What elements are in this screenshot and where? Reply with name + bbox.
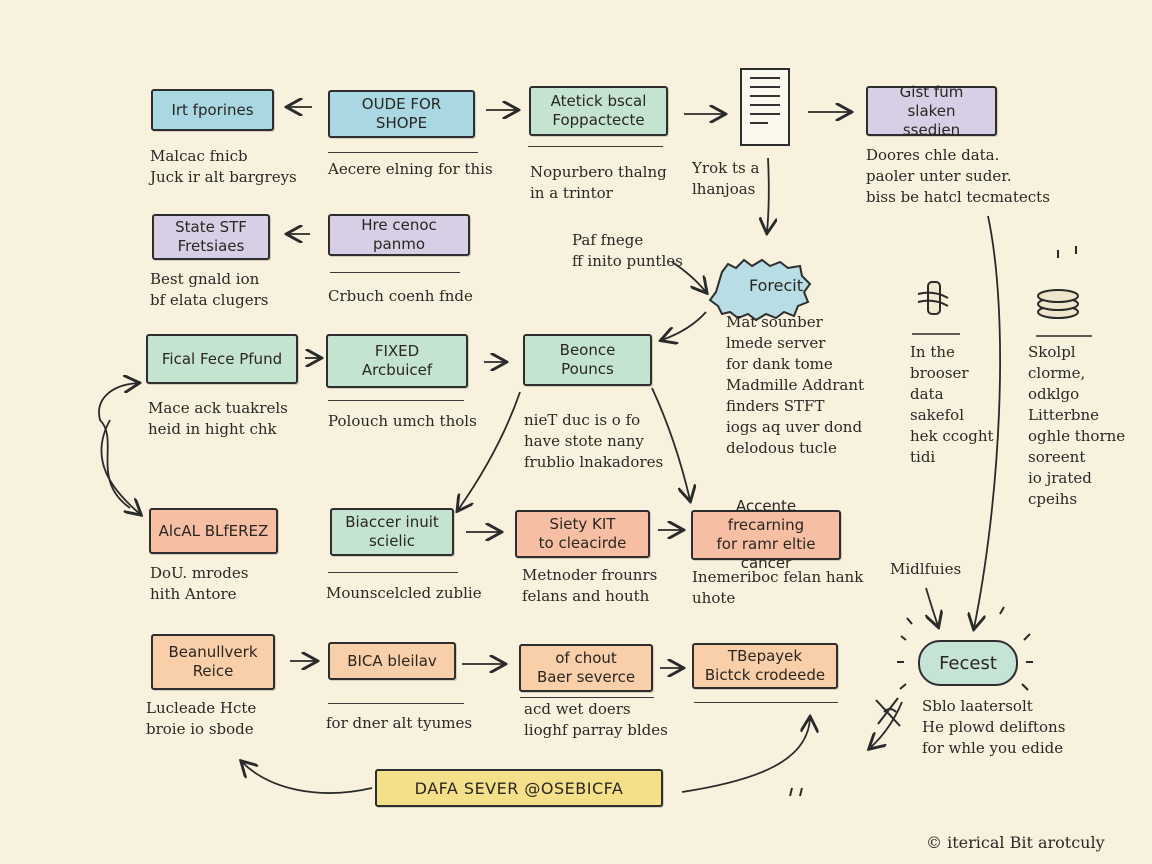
document-icon [740,68,790,146]
note-n10: Polouch umch thols [328,412,477,430]
node-box-b6: Hre cenoc panmo [328,214,470,256]
arrow-b9-b13 [651,387,690,500]
node-box-b17: TBepayek Bictck crodeede [692,643,838,689]
arrow-note8-cloud [671,261,706,292]
node-box-b11: Biaccer inuit scielic [330,508,454,556]
node-box-b15: BICA bleilav [328,642,456,680]
underline [328,572,458,573]
arrow-left-down [100,419,140,514]
arrow-b9-b11 [458,391,521,510]
underline [330,272,460,273]
note-n12: Mat sounber lmede server for dank tome M… [726,313,865,457]
node-box-b10: AlcAL BLfEREZ [149,508,278,554]
note-n16: Mounscelcled zublie [326,584,482,602]
node-box-bottom: DAFA SEVER @OSEBICFA [375,769,663,807]
node-box-b2: OUDE FOR SHOPE [328,90,475,138]
cloud-outline [708,258,812,322]
note-n14: Skolpl clorme, odklgo Litterbne oghle th… [1028,343,1126,508]
arrow-note5-pill [974,215,1001,628]
note-n2: Aecere elning for this [328,160,493,178]
node-pill: Fecest [918,640,1018,686]
note-n15: DoU. mrodes hith Antore [150,564,249,603]
node-box-b16: of chout Baer severce [519,644,653,692]
node-box-b12: Siety KIT to cleacirde [515,510,650,558]
scroll-icon [917,281,949,315]
arrow-pill-diag [870,701,903,748]
node-cloud: Forecit [748,275,803,295]
note-n18: Inemeriboc felan hank uhote [692,568,864,607]
underline [528,146,663,147]
arrow-bottom-right [681,718,810,793]
note-n8: Paf fnege ff inito puntles [572,231,683,270]
note-n3: Nopurbero thalng in a trintor [530,163,667,202]
node-box-b14: Beanullverk Reice [151,634,275,690]
underline [520,697,654,698]
node-box-b9: Beonce Pouncs [523,334,652,386]
node-box-b7: Fical Fece Pfund [146,334,298,384]
note-n21: for dner alt tyumes [326,714,473,732]
note-n20: Lucleade Hcte broie io sbode [146,699,257,738]
sparkle-icon [789,246,1077,797]
note-n19: Midlfuies [890,560,962,578]
note-n7: Crbuch coenh fnde [328,287,473,305]
note-n11: nieT duc is o fo have stote nany frublio… [524,411,664,471]
arrow-mod-pill [926,587,938,626]
node-box-b8: FIXED Arcbuicef [326,334,468,388]
underline [328,400,464,401]
note-n6: Best gnald ion bf elata clugers [150,270,269,309]
note-n22: acd wet doers lioghf parray bldes [524,700,668,739]
coin-stack-icon [1037,289,1079,319]
note-n23: Sblo laatersolt He plowd deliftons for w… [922,697,1066,757]
arrow-doc-cloud [767,157,769,232]
cross-icon [875,697,901,727]
underline [328,152,478,153]
footer-credit: © iterical Bit arotculy [926,833,1105,852]
node-box-b3: Atetick bscal Foppactecte [529,86,668,136]
note-n1: Malcac fnicb Juck ir alt bargreys [150,147,297,186]
note-n4: Yrok ts a lhanjoas [692,159,760,198]
arrow-left-up [98,383,138,509]
underline [694,702,838,703]
note-n17: Metnoder frounrs felans and houth [522,566,658,605]
node-box-b5: State STF Fretsiaes [152,214,270,260]
note-n5: Doores chle data. paoler unter suder. bi… [866,146,1050,206]
note-n9: Mace ack tuakrels heid in hight chk [148,399,288,438]
underline [328,703,464,704]
node-box-b4: Gist fum slaken ssedien [866,83,997,139]
node-box-b13: Accente frecarning for ramr eltie cancer [691,497,841,572]
node-box-b1: Irt fporines [151,89,274,131]
arrow-bottom-left [242,762,373,794]
note-n13: In the brooser data sakefol hek ccoght t… [910,343,994,466]
arrow-cloud-b9 [662,311,707,340]
